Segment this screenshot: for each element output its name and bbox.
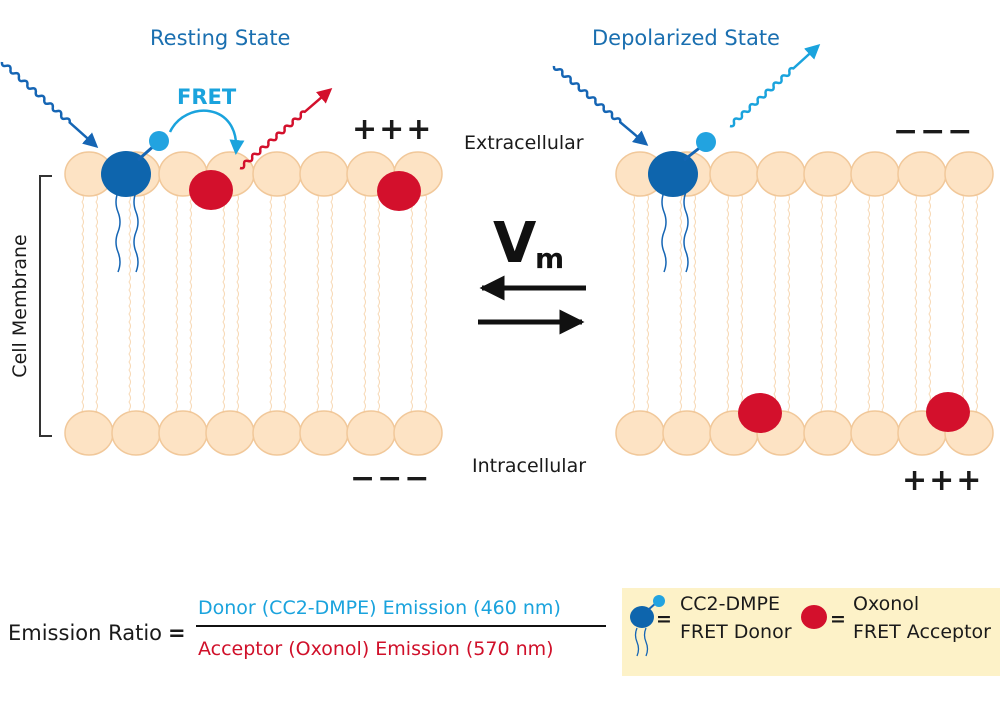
depolarized-bottom-charge: +++ — [902, 463, 983, 498]
legend-donor-line1: CC2-DMPE — [680, 593, 780, 615]
depolarized-emission-arrow — [729, 43, 821, 128]
legend-donor-equals: = — [656, 608, 672, 630]
lipid-head-bottom — [64, 410, 114, 456]
lipid-tail — [867, 193, 870, 419]
legend-box — [622, 588, 1000, 676]
lipid-head-top — [850, 151, 900, 197]
lipid-head-bottom — [346, 410, 396, 456]
lipid-head-bottom — [615, 410, 665, 456]
legend-donor-icon — [630, 595, 665, 657]
resting-excitation-arrow — [0, 61, 99, 148]
depolarized-excitation-arrow — [552, 65, 649, 146]
lipid-head-bottom — [850, 410, 900, 456]
lipid-head-top — [299, 151, 349, 197]
emission-ratio-label: Emission Ratio — [8, 621, 162, 645]
lipid-tail — [726, 193, 729, 419]
depolarized-donor — [648, 132, 716, 273]
resting-acceptor-2 — [377, 171, 421, 211]
lipid-tail — [189, 193, 192, 419]
lipid-tail — [316, 193, 319, 419]
equilibrium-arrows — [478, 275, 586, 335]
equation-numerator: Donor (CC2-DMPE) Emission (460 nm) — [198, 597, 561, 619]
lipid-tail — [820, 193, 823, 419]
depolarized-membrane — [615, 151, 994, 456]
cell-membrane-bracket — [39, 175, 52, 437]
lipid-head-top — [944, 151, 994, 197]
lipid-tail — [236, 193, 239, 419]
lipid-tail — [834, 193, 837, 419]
lipid-tail — [330, 193, 333, 419]
lipid-tail — [128, 193, 131, 419]
lipid-head-bottom — [158, 410, 208, 456]
lipid-tail — [632, 193, 635, 419]
donor-body — [648, 151, 698, 197]
lipid-tail — [961, 193, 964, 419]
vm-subscript: m — [535, 242, 564, 275]
lipid-tail — [773, 193, 776, 419]
depolarized-acceptor-2 — [926, 392, 970, 432]
lipid-head-bottom — [252, 410, 302, 456]
lipid-tail — [679, 193, 682, 419]
donor-head — [696, 132, 716, 152]
lipid-tail — [740, 193, 743, 419]
resting-bottom-charge: −−− — [350, 461, 431, 496]
lipid-tail — [975, 193, 978, 419]
resting-membrane — [64, 151, 443, 456]
lipid-tail — [175, 193, 178, 419]
resting-emission-arrow — [239, 88, 333, 170]
lipid-tail — [693, 193, 696, 419]
depolarized-acceptor-1 — [738, 393, 782, 433]
lipid-tail — [410, 193, 413, 419]
lipid-tail — [914, 193, 917, 419]
equation-equals: = — [168, 621, 186, 645]
lipid-tail — [787, 193, 790, 419]
lipid-head-bottom — [662, 410, 712, 456]
lipid-tail — [81, 193, 84, 419]
legend-acceptor-icon — [801, 605, 827, 629]
lipid-head-bottom — [803, 410, 853, 456]
fret-arrow — [168, 109, 245, 155]
fret-label: FRET — [177, 85, 237, 109]
lipid-tail — [646, 193, 649, 419]
legend-donor-line2: FRET Donor — [680, 621, 792, 643]
extracellular-label: Extracellular — [464, 132, 584, 154]
legend-acceptor-line2: FRET Acceptor — [853, 621, 991, 643]
resting-top-charge: +++ — [352, 112, 433, 147]
lipid-tail — [142, 193, 145, 419]
lipid-tail — [881, 193, 884, 419]
vm-symbol: V — [493, 211, 537, 276]
lipid-tail — [269, 193, 272, 419]
membranes — [64, 151, 994, 456]
lipid-tail — [222, 193, 225, 419]
donor-head — [149, 131, 169, 151]
resting-state-title: Resting State — [150, 26, 290, 50]
donor-body — [101, 151, 151, 197]
resting-donor — [101, 131, 169, 273]
intracellular-label: Intracellular — [472, 455, 586, 477]
lipid-head-bottom — [111, 410, 161, 456]
cell-membrane-label: Cell Membrane — [9, 234, 31, 377]
depolarized-state-title: Depolarized State — [592, 26, 780, 50]
lipid-head-bottom — [393, 410, 443, 456]
lipid-tail — [363, 193, 366, 419]
equation-denominator: Acceptor (Oxonol) Emission (570 nm) — [198, 638, 554, 660]
lipid-tail — [377, 193, 380, 419]
lipid-head-bottom — [299, 410, 349, 456]
lipid-tail — [95, 193, 98, 419]
lipid-head-top — [709, 151, 759, 197]
lipid-head-top — [756, 151, 806, 197]
lipid-head-bottom — [205, 410, 255, 456]
depolarized-top-charge: −−− — [893, 114, 974, 149]
resting-acceptor-1 — [189, 170, 233, 210]
lipid-head-top — [803, 151, 853, 197]
lipid-head-top — [897, 151, 947, 197]
lipid-tail — [424, 193, 427, 419]
legend-acceptor-line1: Oxonol — [853, 593, 919, 615]
lipid-tail — [283, 193, 286, 419]
lipid-tail — [928, 193, 931, 419]
legend-acceptor-equals: = — [830, 608, 846, 630]
lipid-head-top — [252, 151, 302, 197]
